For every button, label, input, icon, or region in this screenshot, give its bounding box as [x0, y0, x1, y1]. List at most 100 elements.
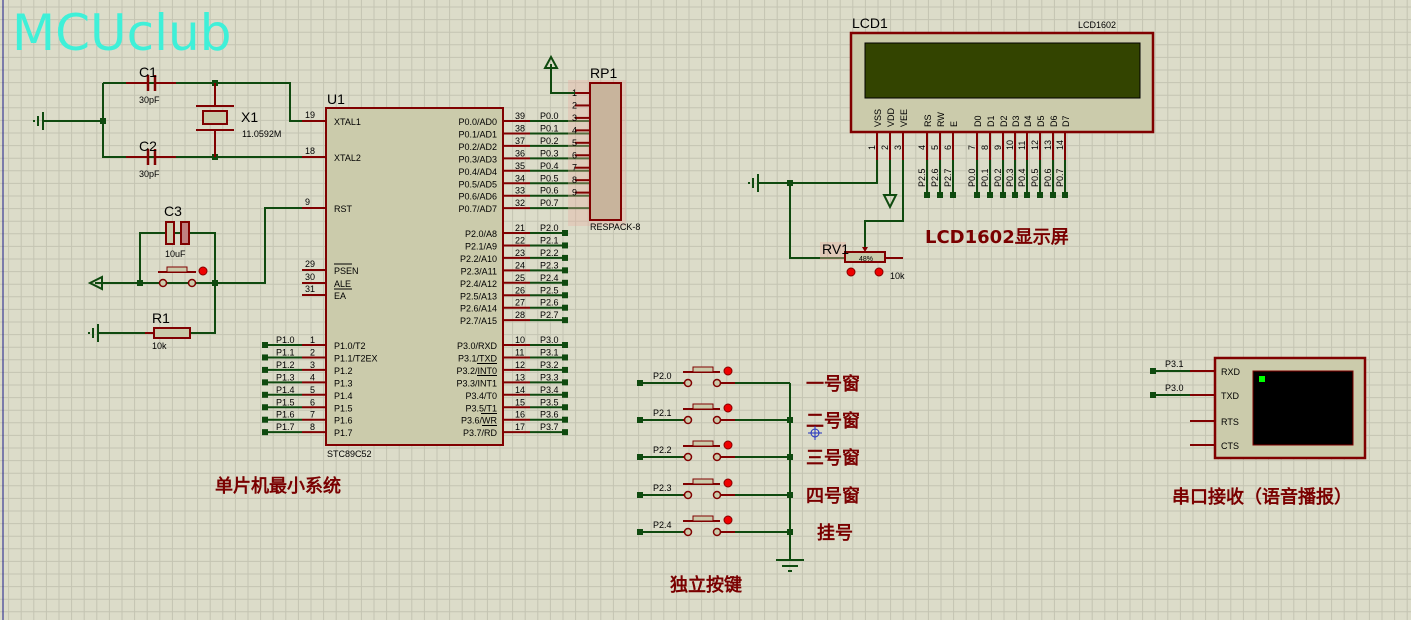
net-label: P0.0 — [967, 168, 977, 187]
wire — [550, 64, 575, 94]
button-actuator-icon — [723, 366, 733, 376]
lcd-ref: LCD1 — [852, 15, 888, 31]
pin-number: 10 — [1005, 140, 1015, 150]
net-label: P0.2 — [540, 136, 559, 146]
junction-dot — [562, 342, 568, 348]
reset-button[interactable] — [158, 266, 208, 288]
pin-number: 6 — [310, 397, 315, 407]
junction-dot — [562, 292, 568, 299]
net-label: P3.6 — [540, 410, 559, 420]
pin-number: 30 — [305, 272, 315, 282]
pin-name: P1.2 — [334, 366, 353, 376]
net-label: P0.2 — [993, 168, 1003, 187]
button-cap — [692, 515, 714, 522]
wire — [789, 183, 845, 259]
button-contact — [158, 278, 168, 288]
pin-name: P0.1/AD1 — [458, 129, 497, 139]
pin-number: 23 — [515, 248, 525, 258]
button-function-label: 三号窗 — [806, 447, 860, 469]
pin-name: P2.2/A10 — [460, 254, 497, 264]
pin-number: 25 — [515, 273, 525, 283]
net-label: P0.0 — [540, 111, 559, 121]
pin-name: P3.4/T0 — [465, 391, 497, 401]
pin-number: 4 — [310, 372, 315, 382]
potentiometer-ref: RV1 — [822, 241, 849, 257]
net-label: P3.1 — [540, 347, 559, 357]
net-label: P0.6 — [540, 186, 559, 196]
net-label: P1.7 — [276, 422, 295, 432]
net-label: P2.2 — [540, 248, 559, 258]
pin-number: 13 — [1043, 140, 1053, 150]
pin-number: 18 — [305, 146, 315, 156]
pin-number: 5 — [572, 138, 577, 148]
pin-name: EA — [334, 291, 346, 301]
pin-name: P0.2/AD2 — [458, 142, 497, 152]
wiper-arrow-icon — [862, 247, 868, 252]
decrement-icon[interactable] — [846, 267, 856, 277]
respack-part: RESPACK-8 — [590, 222, 640, 232]
net-label: P0.4 — [540, 161, 559, 171]
junction-dot — [562, 404, 568, 411]
pin-name: CTS — [1221, 441, 1239, 451]
pin-number: 31 — [305, 284, 315, 294]
net-label: P2.4 — [540, 273, 559, 283]
capacitor-value: 30pF — [139, 95, 160, 105]
button-function-label: 二号窗 — [806, 410, 860, 432]
net-label: P0.7 — [540, 198, 559, 208]
net-label: P1.2 — [276, 360, 295, 370]
button-contact — [683, 415, 693, 425]
capacitor-ref: C3 — [164, 203, 182, 219]
net-label: P3.4 — [540, 385, 559, 395]
pin-number: 2 — [572, 100, 577, 110]
button-contact — [712, 490, 722, 500]
net-label: P2.4 — [653, 520, 672, 530]
pin-number: 1 — [867, 145, 877, 150]
net-label: P2.3 — [540, 260, 559, 270]
pin-name: D5 — [1036, 115, 1046, 127]
capacitor-plate — [165, 221, 175, 245]
net-label: P3.1 — [1165, 359, 1184, 369]
button-contact — [683, 452, 693, 462]
pin-number: 5 — [310, 385, 315, 395]
button-cap — [166, 266, 188, 273]
pin-number: 8 — [572, 175, 577, 185]
net-label: P0.5 — [540, 173, 559, 183]
pin-name: RS — [923, 114, 933, 127]
net-label: P3.0 — [1165, 383, 1184, 393]
net-label: P2.0 — [540, 223, 559, 233]
power-arrow-icon — [882, 194, 898, 210]
capacitor-value: 30pF — [139, 169, 160, 179]
button-cap — [692, 366, 714, 373]
pin-number: 22 — [515, 235, 525, 245]
push-button[interactable]: P2.4 挂号 — [637, 515, 853, 544]
button-function-label: 挂号 — [817, 522, 853, 544]
pin-name: XTAL1 — [334, 117, 361, 127]
pin-number: 21 — [515, 223, 525, 233]
crystal-value: 11.0592M — [242, 129, 281, 139]
pin-number: 4 — [572, 125, 577, 135]
pin-name: P1.4 — [334, 391, 353, 401]
pin-number: 33 — [515, 186, 525, 196]
pin-name: P0.4/AD4 — [458, 167, 497, 177]
section-label: 独立按键 — [670, 574, 742, 596]
push-button[interactable]: P2.1 二号窗 — [637, 403, 860, 432]
button-actuator-icon — [723, 440, 733, 450]
pin-name: P3.0/RXD — [457, 341, 498, 351]
increment-icon[interactable] — [874, 267, 884, 277]
net-label: P0.5 — [1030, 168, 1040, 187]
pin-name: XTAL2 — [334, 153, 361, 163]
net-label: P2.7 — [540, 310, 559, 320]
pin-number: 7 — [310, 410, 315, 420]
wire — [139, 232, 216, 334]
pin-name: P1.3 — [334, 378, 353, 388]
button-contact — [712, 378, 722, 388]
net-label: P2.1 — [653, 408, 672, 418]
pin-number: 3 — [893, 145, 903, 150]
pin-number: 14 — [515, 385, 525, 395]
